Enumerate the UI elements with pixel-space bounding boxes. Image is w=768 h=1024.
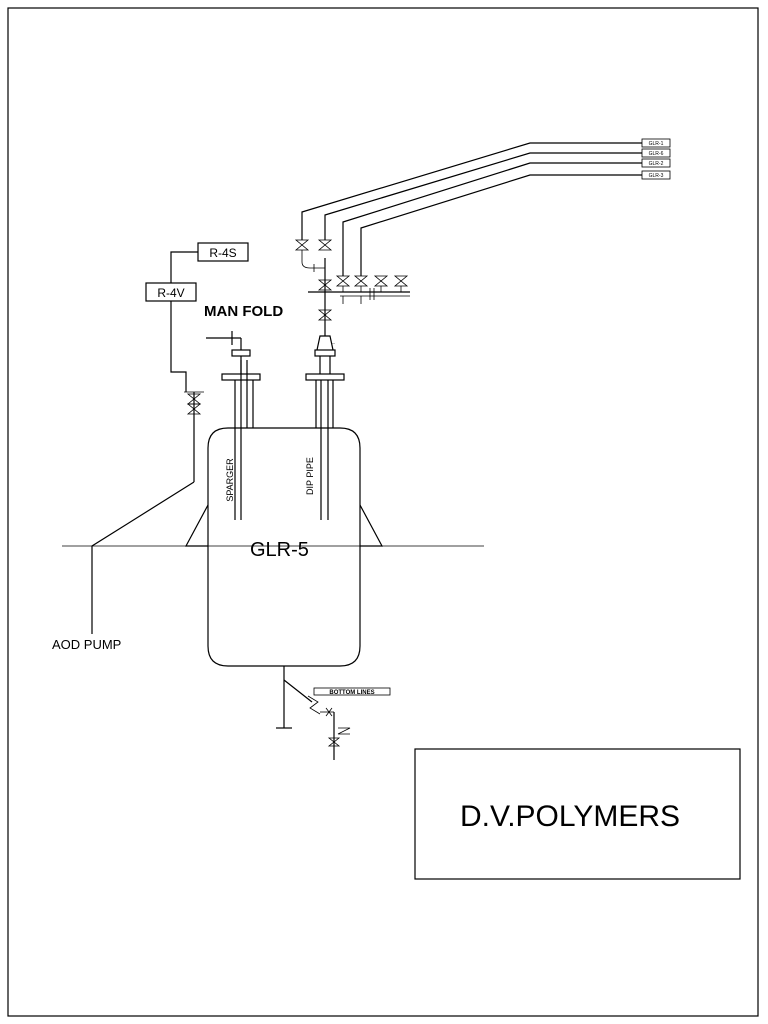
sheet-border [7, 7, 759, 1017]
r4v-label: R-4V [157, 286, 184, 300]
line-tags: GLR-1 GLR-6 GLR-2 GLR-3 [641, 138, 671, 180]
vessel-label: GLR-5 [250, 539, 309, 561]
sparger-nozzle [206, 331, 261, 520]
r4-line [145, 242, 249, 482]
dip-pipe-label: DIP PIPE [305, 457, 315, 495]
dip-pipe-nozzle: — [305, 322, 345, 520]
sparger-label: SPARGER [225, 458, 235, 502]
line-tag-box [641, 138, 671, 148]
line-tag-box [641, 148, 671, 158]
r4s-label: R-4S [209, 246, 236, 260]
line-tag-label: GLR-6 [649, 151, 664, 157]
manifold-label: MAN FOLD [204, 303, 283, 320]
line-tag-label: GLR-3 [649, 173, 664, 179]
bottom-lines-label: BOTTOM LINES [329, 690, 374, 696]
line-tag-box [641, 158, 671, 168]
aod-pump-label: AOD PUMP [52, 637, 121, 652]
title-block [414, 748, 741, 880]
bottom-outlet [276, 666, 391, 760]
aod-pump-line [91, 481, 195, 634]
pipelines-to-glr [301, 142, 642, 276]
line-tag-box [641, 170, 671, 180]
line-tag-label: GLR-1 [649, 141, 664, 147]
company-name: D.V.POLYMERS [460, 800, 680, 833]
manifold-valves [294, 239, 410, 322]
line-tag-label: GLR-2 [649, 161, 664, 167]
bottom-lines-box [313, 687, 391, 696]
reducer-note: — [331, 340, 335, 345]
